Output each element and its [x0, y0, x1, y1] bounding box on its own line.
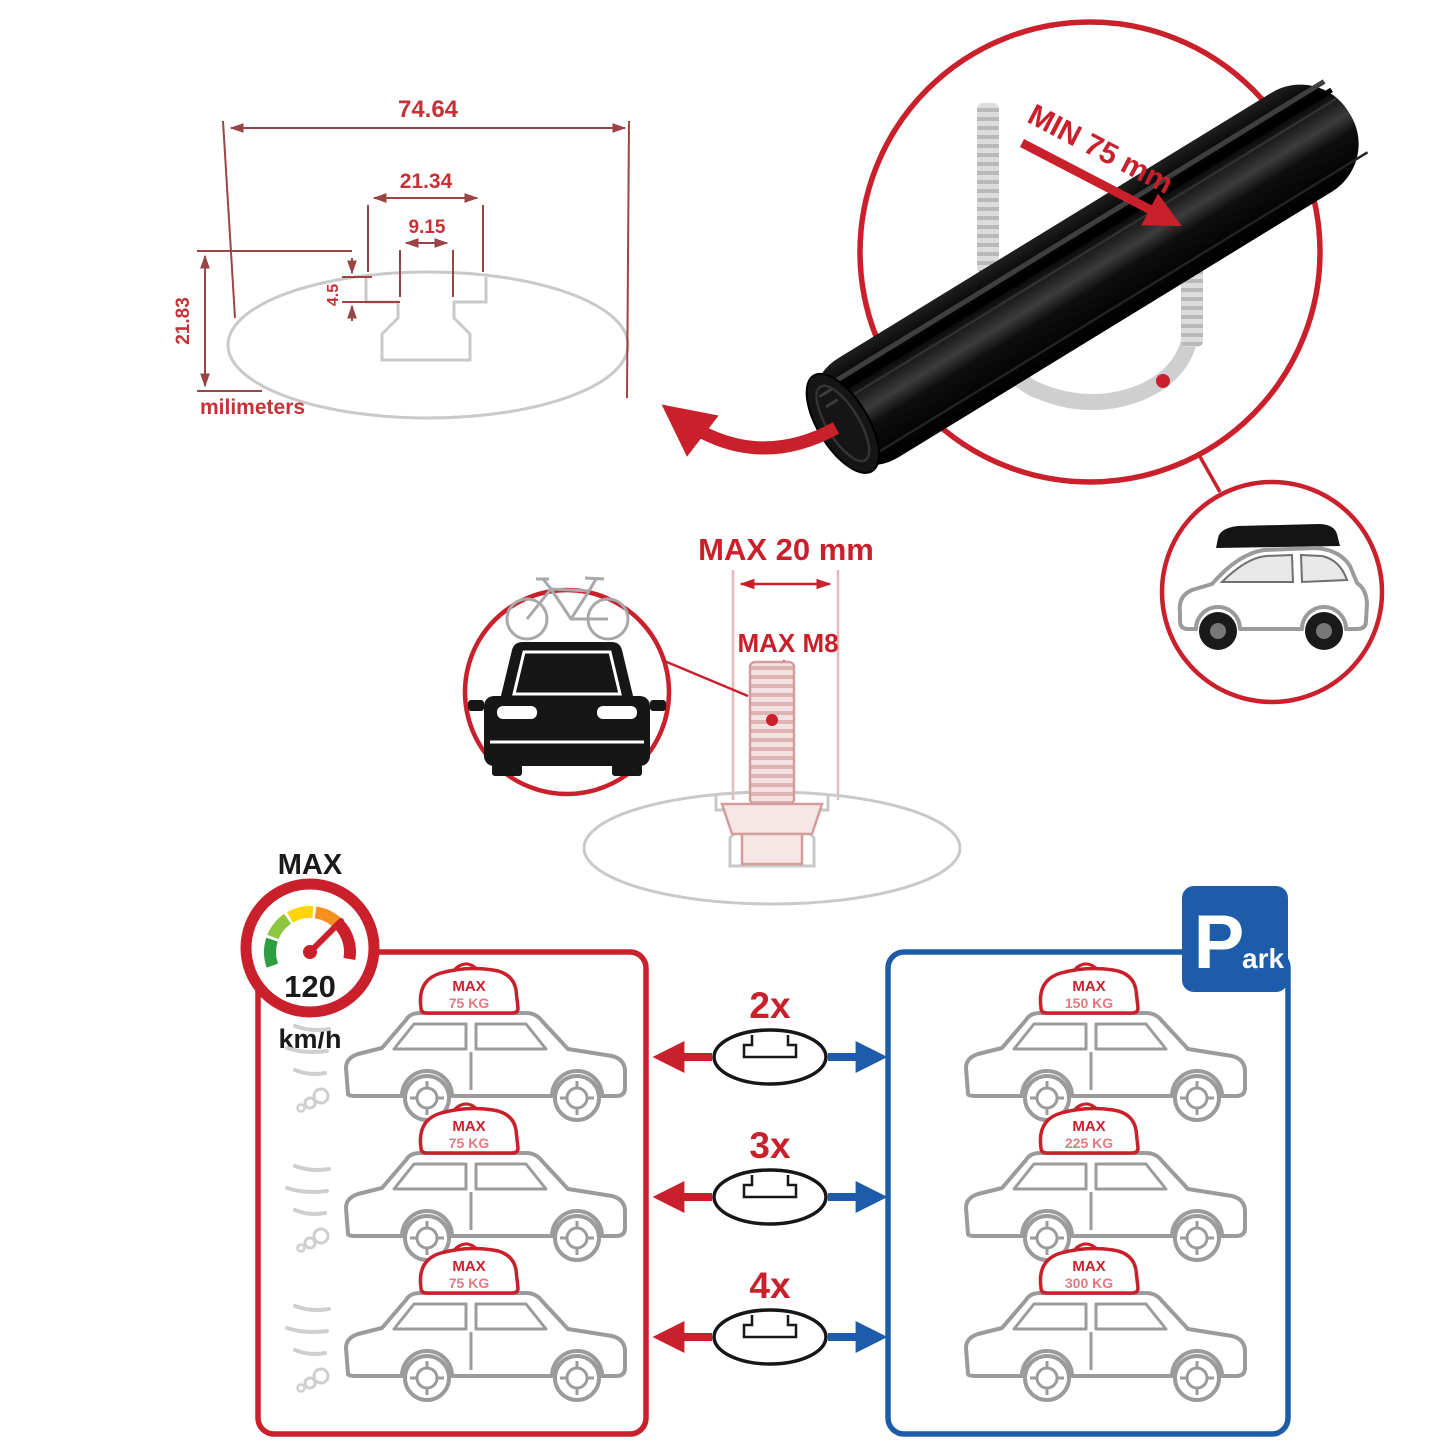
cargo-weight-label: 150 KG — [1065, 995, 1113, 1011]
park-sign-suffix: ark — [1242, 943, 1284, 974]
park-sign-letter: P — [1194, 900, 1245, 985]
cargo-weight-label: 300 KG — [1065, 1275, 1113, 1291]
contact-point-dot — [1156, 374, 1170, 388]
park-sign: P ark — [1182, 886, 1288, 992]
dim-channel-outer-value: 21.34 — [400, 170, 453, 193]
dim-total-width: 74.64 — [222, 96, 630, 399]
dim-channel-outer-width: 21.34 — [367, 170, 484, 272]
cargo-max-label: MAX — [1072, 1258, 1105, 1275]
dim-channel-inner-value: 9.15 — [409, 217, 446, 238]
multiplier-row-1: 2x — [652, 985, 888, 1086]
cargo-max-label: MAX — [1072, 978, 1105, 995]
car-front-icon — [468, 642, 666, 776]
min-spacing-arrow — [1019, 139, 1182, 226]
speedometer-needle — [307, 918, 344, 955]
bicycle-icon — [505, 576, 630, 641]
multiplier-label: 2x — [749, 985, 791, 1026]
dim-total-height-value: 21.83 — [173, 297, 194, 345]
profile-dimension-diagram: 74.64 21.34 9.15 4.5 21.83 mili — [173, 96, 630, 420]
dim-lip-depth: 4.5 — [325, 258, 400, 321]
cargo-weight-label: 75 KG — [449, 1275, 490, 1291]
crossbar-body — [811, 84, 1359, 466]
load-comparison-section: MAX 120 km/h MAX 75 KG MAX 75 KG — [240, 849, 1291, 1437]
cargo-max-label: MAX — [452, 978, 485, 995]
cargo-weight-label: 75 KG — [449, 995, 490, 1011]
speed-value: 120 — [284, 969, 336, 1004]
pointer-arrow-to-profile — [661, 404, 840, 457]
dim-channel-inner-width: 9.15 — [399, 217, 454, 297]
driving-car-row-1: MAX 75 KG — [285, 962, 625, 1120]
u-bolt-thread-left — [977, 103, 999, 273]
parked-car-row-3: MAX 300 KG — [966, 1242, 1245, 1400]
max-protrusion-label: MAX 20 mm — [698, 532, 874, 567]
cargo-weight-label: 75 KG — [449, 1135, 490, 1151]
cargo-max-label: MAX — [452, 1118, 485, 1135]
speedometer: 120 — [240, 878, 380, 1018]
bike-car-badge — [462, 576, 672, 797]
driving-car-row-2: MAX 75 KG — [285, 1102, 625, 1260]
multiplier-row-3: 4x — [652, 1265, 888, 1366]
roofbox-car-badge — [1159, 479, 1385, 705]
parked-car-row-2: MAX 225 KG — [966, 1102, 1245, 1260]
cargo-weight-label: 225 KG — [1065, 1135, 1113, 1151]
bolt-spec-diagram: MAX 20 mm MAX M8 — [582, 532, 962, 906]
bar-profile-channel — [364, 277, 488, 362]
dim-lip-depth-value: 4.5 — [325, 284, 342, 306]
zoom-circle — [857, 19, 1323, 485]
crossbar-3d — [805, 79, 1369, 474]
dim-total-width-value: 74.64 — [398, 96, 459, 123]
threaded-bolt — [720, 660, 824, 866]
speed-max-heading: MAX — [278, 849, 343, 881]
units-label: milimeters — [200, 396, 305, 419]
multiplier-label: 4x — [749, 1265, 791, 1306]
dim-total-height: 21.83 — [173, 250, 352, 392]
driving-car-row-3: MAX 75 KG — [285, 1242, 625, 1400]
thread-point-dot — [766, 714, 778, 726]
parked-car-row-1: MAX 150 KG — [966, 962, 1245, 1120]
clamp-detail-view: MIN 75 mm — [661, 19, 1369, 493]
multiplier-row-2: 3x — [652, 1125, 888, 1226]
cargo-max-label: MAX — [1072, 1118, 1105, 1135]
cargo-max-label: MAX — [452, 1258, 485, 1275]
multiplier-label: 3x — [749, 1125, 791, 1166]
park-sign-board — [1182, 886, 1288, 992]
max-thread-label: MAX M8 — [737, 628, 838, 658]
circle-connector-line — [1197, 454, 1222, 493]
roof-box-icon — [1216, 524, 1340, 548]
